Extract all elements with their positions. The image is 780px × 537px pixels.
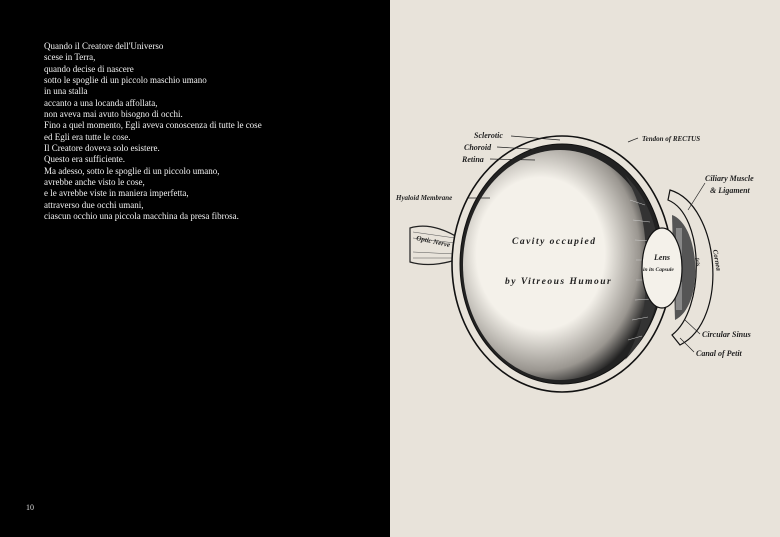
iris-upper xyxy=(676,228,682,256)
poem-line: e le avrebbe viste in maniera imperfetta… xyxy=(44,188,189,199)
cornea xyxy=(667,189,714,346)
poem-line: sotto le spoglie di un piccolo maschio u… xyxy=(44,75,207,86)
eye-anatomy-illustration: Sclerotic Choroid Retina Tendon of RECTU… xyxy=(395,131,754,393)
poem-line: Quando il Creatore dell'Universo xyxy=(44,41,164,51)
lens xyxy=(641,227,683,309)
label-sclerotic: Sclerotic xyxy=(474,131,503,140)
right-page: Sclerotic Choroid Retina Tendon of RECTU… xyxy=(390,0,780,537)
label-choroid: Choroid xyxy=(464,143,492,152)
ciliary-processes xyxy=(625,175,660,360)
poem-line: ed Egli era tutte le cose. xyxy=(44,131,131,142)
poem-line: non aveva mai avuto bisogno di occhi. xyxy=(44,109,183,120)
poem-line: accanto a una locanda affollata, xyxy=(44,97,158,108)
poem-line: Il Creatore doveva solo esistere. xyxy=(44,143,160,154)
label-lens-capsule: in its Capsule xyxy=(643,267,674,273)
label-retina: Retina xyxy=(461,155,484,164)
label-canal-of-petit: Canal of Petit xyxy=(696,349,743,358)
poem-line: avrebbe anche visto le cose, xyxy=(44,177,145,188)
label-vitreous: by Vitreous Humour xyxy=(505,277,612,287)
poem-line: ciascun occhio una piccola macchina da p… xyxy=(44,211,239,222)
optic-nerve-fibers xyxy=(412,231,456,259)
label-tendon: Tendon of RECTUS xyxy=(642,135,700,143)
poem-line: in una stalla xyxy=(44,86,88,97)
iris-lower xyxy=(676,282,682,310)
page-number: 10 xyxy=(26,503,34,512)
poem-line: attraverso due occhi umani, xyxy=(44,199,144,210)
leader-lines xyxy=(468,135,706,353)
label-cornea: Cornea xyxy=(711,249,723,272)
label-lens: Lens xyxy=(653,253,670,262)
poem-line: quando decise di nascere xyxy=(44,63,134,74)
label-hyaloid: Hyaloid Membrane xyxy=(395,194,452,202)
label-ligament: & Ligament xyxy=(710,186,751,195)
vitreous-body xyxy=(463,150,657,380)
label-circular-sinus: Circular Sinus xyxy=(702,330,751,339)
poem-line: Fino a quel momento, Egli aveva conoscen… xyxy=(44,120,262,131)
poem-line: scese in Terra, xyxy=(44,52,96,63)
label-iris: Iris xyxy=(693,256,701,267)
poem-line: Questo era sufficiente. xyxy=(44,154,126,165)
label-cavity: Cavity occupied xyxy=(512,237,597,247)
label-ciliary-muscle: Ciliary Muscle xyxy=(705,174,754,183)
poem-line: Ma adesso, sotto le spoglie di un piccol… xyxy=(44,165,220,176)
